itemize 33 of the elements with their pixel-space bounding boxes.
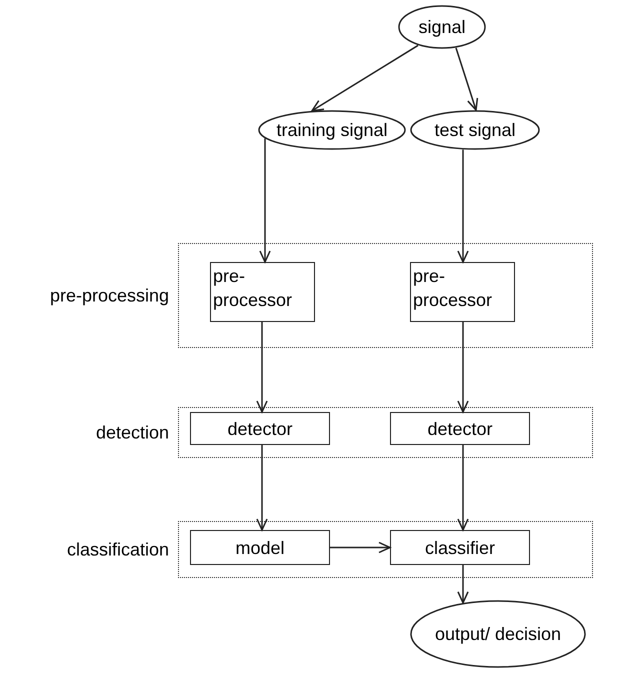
- node-text: detector: [227, 418, 293, 440]
- process-box: [390, 412, 530, 445]
- arrow: [311, 44, 418, 112]
- group-label: classification: [66, 538, 169, 561]
- arrow: [455, 48, 478, 111]
- ellipse-node: [410, 110, 540, 150]
- node-text: pre-processor: [213, 265, 294, 312]
- arrow: [457, 322, 469, 413]
- group-label: detection: [96, 421, 169, 444]
- node-text: detector: [427, 418, 493, 440]
- ellipse-node: [258, 110, 406, 150]
- node-text: training signal: [275, 119, 389, 141]
- group-label: pre-processing: [50, 284, 169, 308]
- node-text: model: [235, 536, 285, 560]
- node-text: test signal: [433, 119, 517, 141]
- node-text: pre-processor: [413, 265, 494, 312]
- arrow: [457, 445, 469, 531]
- process-box: [190, 412, 330, 445]
- process-box: [190, 530, 330, 565]
- process-box: [210, 262, 315, 322]
- arrow: [256, 322, 268, 413]
- node-text: classifier: [424, 536, 495, 560]
- arrow: [457, 565, 469, 604]
- ellipse-node: [410, 600, 586, 668]
- node-text: output/ decision: [434, 623, 562, 645]
- arrow: [256, 445, 268, 531]
- arrow: [457, 150, 469, 263]
- process-box: [410, 262, 515, 322]
- arrow: [330, 542, 391, 554]
- node-text: signal: [417, 16, 467, 38]
- ellipse-node: [398, 5, 486, 49]
- process-box: [390, 530, 530, 565]
- arrow: [259, 138, 271, 263]
